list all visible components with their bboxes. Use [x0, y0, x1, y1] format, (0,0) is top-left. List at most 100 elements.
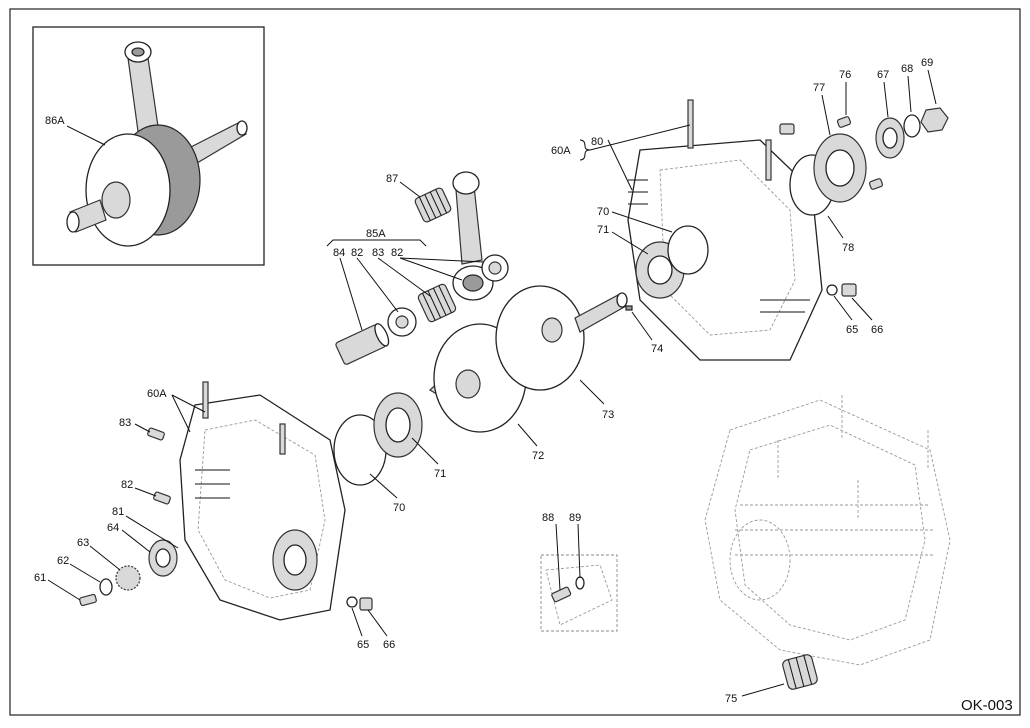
washer-65-left — [346, 596, 358, 608]
rod-small-end — [452, 171, 480, 195]
flywheel-73-hole — [541, 317, 563, 343]
callout-72: 72 — [532, 450, 544, 462]
right-case-body — [627, 139, 823, 361]
washer-62 — [99, 578, 113, 596]
callout-labels: 86A 87 85A 84 82 83 82 60A 80 70 71 77 7… — [34, 57, 933, 705]
drain-plug-66-right — [841, 283, 857, 297]
ghost-engine-inner — [734, 424, 926, 641]
callout-84: 84 — [333, 247, 345, 259]
crank-pin-end — [374, 323, 390, 347]
stud-left-a — [202, 381, 209, 419]
roller-bearing-83 — [417, 283, 457, 323]
washer-65-right — [826, 284, 838, 296]
callout-74: 74 — [651, 343, 663, 355]
stud-80-a — [687, 99, 694, 149]
stud-left-b — [279, 423, 286, 455]
left-case-bearing-bore — [283, 544, 307, 576]
crankshaft-inset — [32, 26, 265, 266]
right-case-detail — [659, 159, 796, 336]
detail-background — [545, 564, 613, 626]
callout-61: 61 — [34, 572, 46, 584]
callout-70-right: 70 — [597, 206, 609, 218]
screw-82-left — [153, 491, 171, 505]
callout-65-right: 65 — [846, 324, 858, 336]
flywheel-half-73 — [495, 285, 585, 391]
sprocket-63 — [115, 565, 141, 591]
assembled-engine-ghost — [704, 395, 951, 690]
leader-lines — [47, 69, 937, 697]
o-ring-89 — [575, 576, 585, 590]
callout-68: 68 — [901, 63, 913, 75]
inset-rod-pin-hole — [131, 47, 145, 57]
callout-66-right: 66 — [871, 324, 883, 336]
callout-77: 77 — [813, 82, 825, 94]
callout-87: 87 — [386, 173, 398, 185]
callout-86A: 86A — [45, 115, 65, 127]
callout-66-left: 66 — [383, 639, 395, 651]
right-crankcase — [627, 99, 857, 361]
o-ring-70-right — [667, 225, 709, 275]
callout-76: 76 — [839, 69, 851, 81]
left-case-detail — [197, 419, 326, 599]
bolt-61 — [79, 593, 97, 607]
callout-82-b: 82 — [391, 247, 403, 259]
plug-right-top — [779, 123, 795, 135]
callout-67: 67 — [877, 69, 889, 81]
callout-71-left: 71 — [434, 468, 446, 480]
inset-shaft-end — [236, 120, 248, 136]
callout-82-a: 82 — [351, 247, 363, 259]
inset-flywheel-hole — [101, 181, 131, 219]
shaft-73-end — [616, 292, 628, 308]
oil-seal-64-bore — [155, 548, 171, 568]
callout-63: 63 — [77, 537, 89, 549]
plug-detail-inset — [540, 554, 618, 632]
callout-64: 64 — [107, 522, 119, 534]
drain-plug-66-left — [359, 597, 373, 611]
callout-65-left: 65 — [357, 639, 369, 651]
callout-78: 78 — [842, 242, 854, 254]
stud-80-b — [765, 139, 772, 181]
main-bearing-71-left-bore — [385, 407, 411, 443]
thrust-washer-82-left-hole — [395, 315, 409, 329]
bearing-cover-77-bore — [825, 149, 855, 187]
callout-81: 81 — [112, 506, 124, 518]
callout-85A: 85A — [366, 228, 386, 240]
drawing-code: OK-003 — [961, 697, 1013, 714]
flywheel-72-hub — [455, 369, 481, 399]
main-bearing-71-right-bore — [647, 255, 673, 285]
left-case-body — [179, 394, 346, 621]
callout-83-a: 83 — [372, 247, 384, 259]
inset-spline-end — [66, 211, 80, 233]
woodruff-key-74 — [625, 305, 633, 311]
left-crankcase — [79, 381, 373, 621]
needle-bearing-87 — [414, 187, 452, 223]
callout-88: 88 — [542, 512, 554, 524]
ghost-engine-outline — [704, 399, 951, 666]
nut-69 — [920, 107, 949, 133]
screw-76-b — [868, 178, 884, 190]
screw-83 — [147, 427, 165, 441]
callout-60A-left: 60A — [147, 388, 167, 400]
rod-big-end-bore — [462, 274, 484, 292]
callout-70-left: 70 — [393, 502, 405, 514]
crank-halves — [333, 285, 633, 486]
callout-71-right: 71 — [597, 224, 609, 236]
ghost-crank-bore — [729, 519, 791, 601]
plug-88 — [551, 586, 572, 603]
washer-68 — [903, 114, 921, 138]
callout-69: 69 — [921, 57, 933, 69]
con-rod-kit — [335, 171, 509, 365]
callout-83-left: 83 — [119, 417, 131, 429]
callout-73: 73 — [602, 409, 614, 421]
screw-76 — [836, 116, 852, 128]
callout-80: 80 — [591, 136, 603, 148]
callout-75: 75 — [725, 693, 737, 705]
callout-62: 62 — [57, 555, 69, 567]
connecting-rod — [455, 185, 483, 265]
bearing-cover-group — [779, 107, 949, 216]
sheet-border — [9, 8, 1021, 716]
thrust-washer-82-right-hole — [488, 261, 502, 275]
callout-60A-right: 60A — [551, 145, 571, 157]
